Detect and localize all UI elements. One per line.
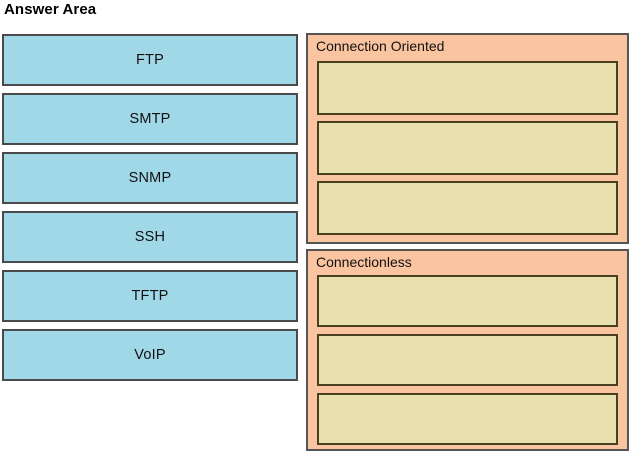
page-title: Answer Area	[4, 1, 97, 18]
drop-slot[interactable]	[317, 61, 618, 115]
drop-slot[interactable]	[317, 181, 618, 235]
drop-slot-stack	[317, 61, 618, 241]
drop-slot[interactable]	[317, 275, 618, 327]
draggable-tile-smtp[interactable]: SMTP	[2, 93, 298, 145]
protocol-list: FTP SMTP SNMP SSH TFTP VoIP	[2, 34, 298, 388]
tile-label: TFTP	[131, 288, 169, 304]
tile-label: SSH	[134, 229, 166, 245]
tile-label: FTP	[136, 52, 164, 68]
draggable-tile-ssh[interactable]: SSH	[2, 211, 298, 263]
draggable-tile-voip[interactable]: VoIP	[2, 329, 298, 381]
draggable-tile-snmp[interactable]: SNMP	[2, 152, 298, 204]
drop-slot-stack	[317, 275, 618, 452]
dropzone-heading: Connectionless	[316, 254, 412, 270]
dropzone-panel-connectionless[interactable]: Connectionless	[306, 249, 629, 451]
dropzone-panel-connection-oriented[interactable]: Connection Oriented	[306, 33, 629, 244]
draggable-tile-tftp[interactable]: TFTP	[2, 270, 298, 322]
tile-label: SNMP	[128, 170, 172, 186]
tile-label: SMTP	[129, 111, 171, 127]
tile-label: VoIP	[134, 347, 166, 363]
drop-slot[interactable]	[317, 393, 618, 445]
draggable-tile-ftp[interactable]: FTP	[2, 34, 298, 86]
dropzone-heading: Connection Oriented	[316, 38, 445, 54]
drop-slot[interactable]	[317, 334, 618, 386]
drop-slot[interactable]	[317, 121, 618, 175]
